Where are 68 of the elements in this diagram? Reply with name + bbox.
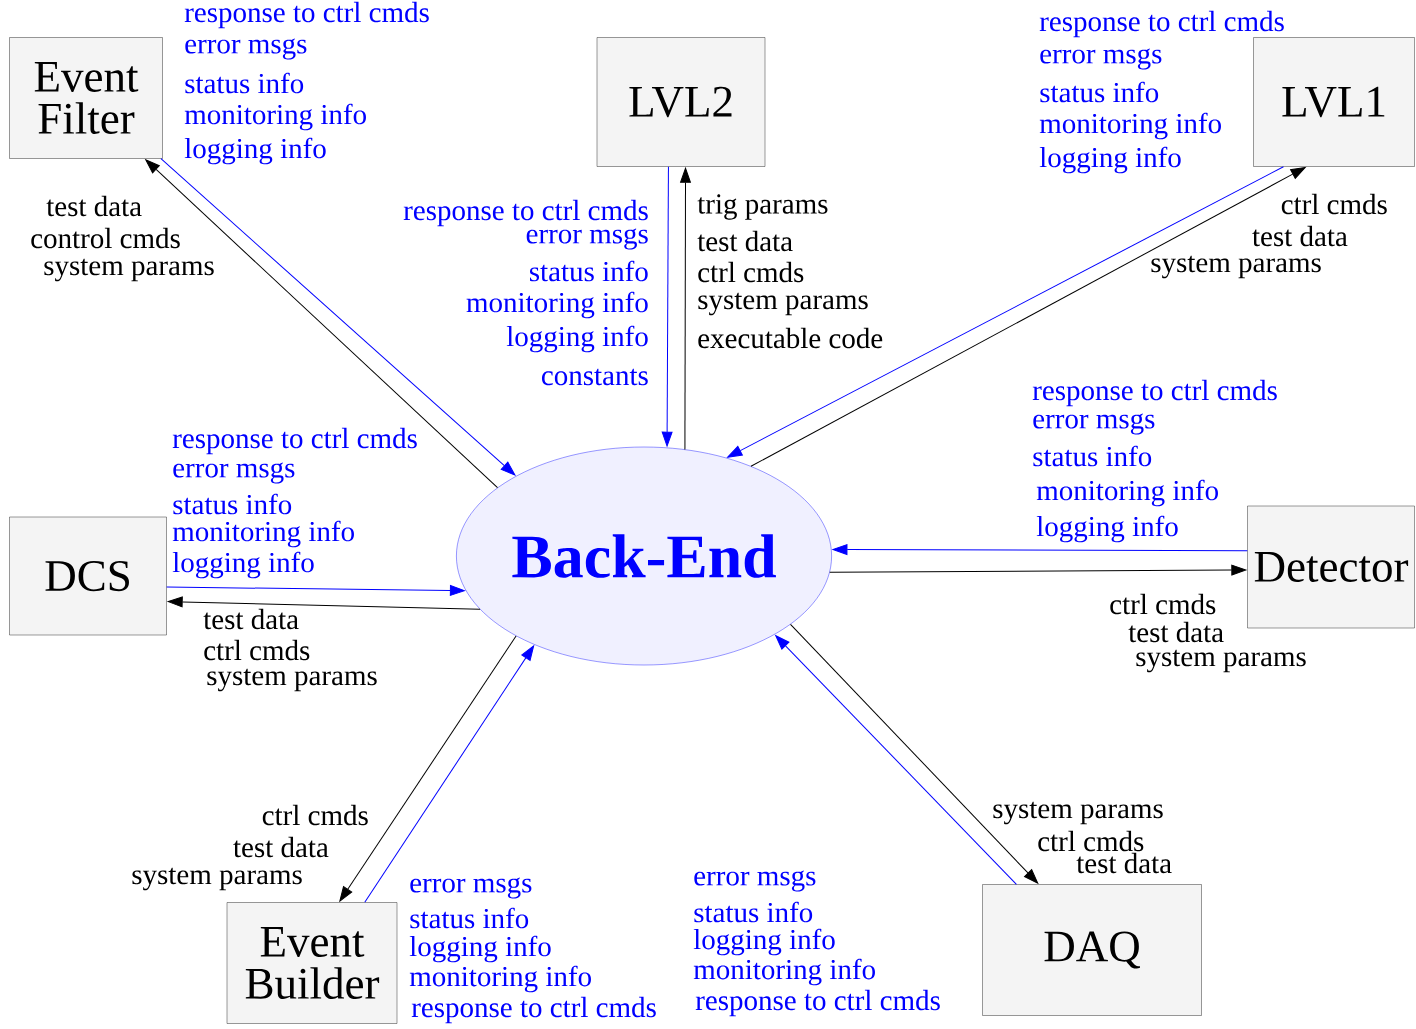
flow-label: logging info xyxy=(1039,146,1181,174)
flow-label: response to ctrl cmds xyxy=(695,989,940,1017)
flow-label: logging info xyxy=(184,137,326,165)
flow-label: status info xyxy=(1033,445,1152,467)
flow-label: status info xyxy=(173,493,292,515)
flow-label: system params xyxy=(698,292,868,316)
flow-label: response to ctrl cmds xyxy=(1039,10,1284,38)
flow-label: response to ctrl cmds xyxy=(184,1,429,29)
flow-label: logging info xyxy=(506,325,648,353)
flow-label: ctrl cmds xyxy=(262,804,368,826)
flow-label: status info xyxy=(530,260,648,282)
flow-label: system params xyxy=(44,258,214,282)
flow-label: test data xyxy=(1252,225,1348,247)
arrow xyxy=(167,596,481,610)
flow-label: ctrl cmds xyxy=(1110,593,1216,615)
flow-label: logging info xyxy=(693,928,835,956)
flow-label: system params xyxy=(993,801,1163,825)
flow-label: system params xyxy=(1151,255,1321,279)
flow-label: system params xyxy=(1136,649,1306,673)
flow-label: status info xyxy=(694,901,813,923)
flow-label: error msgs xyxy=(410,877,532,899)
flow-label: ctrl cmds xyxy=(1038,830,1144,852)
process-box: Detector xyxy=(1247,505,1415,629)
flow-label: error msgs xyxy=(526,228,648,250)
process-box: DCS xyxy=(9,516,167,636)
flow-label: test data xyxy=(1128,621,1224,643)
arrow xyxy=(166,585,465,596)
flow-label: error msgs xyxy=(1040,48,1162,70)
arrow xyxy=(832,544,1248,555)
flow-label: error msgs xyxy=(1033,413,1155,435)
arrow xyxy=(829,564,1247,576)
flow-label: test data xyxy=(46,195,142,217)
flow-label: constants xyxy=(542,368,648,386)
process-box: LVL2 xyxy=(596,37,766,167)
flow-label: error msgs xyxy=(173,462,295,484)
flow-label: system params xyxy=(132,867,302,891)
process-box: LVL1 xyxy=(1253,37,1415,167)
flow-label: ctrl cmds xyxy=(1281,193,1387,215)
flow-label: monitoring info xyxy=(466,291,648,319)
flow-label: control cmds xyxy=(31,227,180,249)
arrow xyxy=(775,635,1017,885)
flow-label: monitoring info xyxy=(1036,479,1218,507)
arrow xyxy=(661,166,673,447)
process-box: DAQ xyxy=(982,884,1202,1016)
flow-label: response to ctrl cmds xyxy=(403,199,648,227)
process-box: Event Builder xyxy=(226,902,398,1024)
arrow xyxy=(364,645,535,903)
flow-label: monitoring info xyxy=(1039,112,1221,140)
flow-label: response to ctrl cmds xyxy=(1032,379,1277,407)
arrow xyxy=(790,623,1039,884)
flow-label: response to ctrl cmds xyxy=(172,427,417,455)
flow-label: monitoring info xyxy=(693,958,875,986)
flow-label: logging info xyxy=(172,551,314,579)
flow-label: test data xyxy=(233,836,329,858)
flow-label: status info xyxy=(1040,81,1159,103)
flow-label: trig params xyxy=(697,194,828,220)
ellipse-node: Back-End xyxy=(456,446,832,666)
arrow xyxy=(680,167,691,450)
flow-label: logging info xyxy=(1036,515,1178,543)
flow-label: executable code xyxy=(698,327,883,349)
flow-label: ctrl cmds xyxy=(204,639,310,661)
process-box: Event Filter xyxy=(9,37,163,159)
flow-label: test data xyxy=(697,230,793,252)
flow-label: ctrl cmds xyxy=(698,261,804,283)
arrow xyxy=(339,635,517,902)
flow-label: error msgs xyxy=(694,870,816,892)
flow-label: test data xyxy=(203,608,299,630)
flow-label: system params xyxy=(207,668,377,692)
